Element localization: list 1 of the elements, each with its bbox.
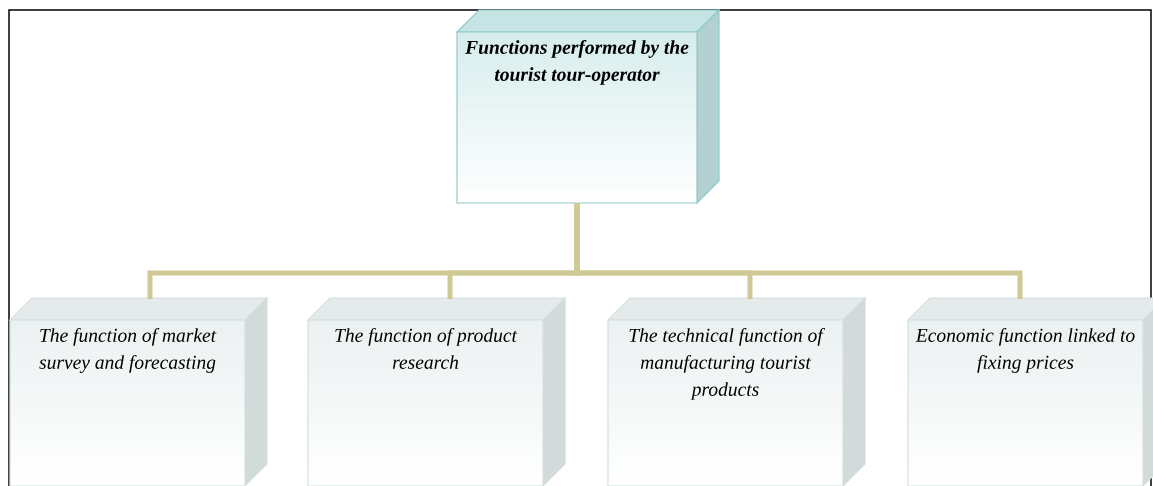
connector	[574, 203, 1023, 299]
